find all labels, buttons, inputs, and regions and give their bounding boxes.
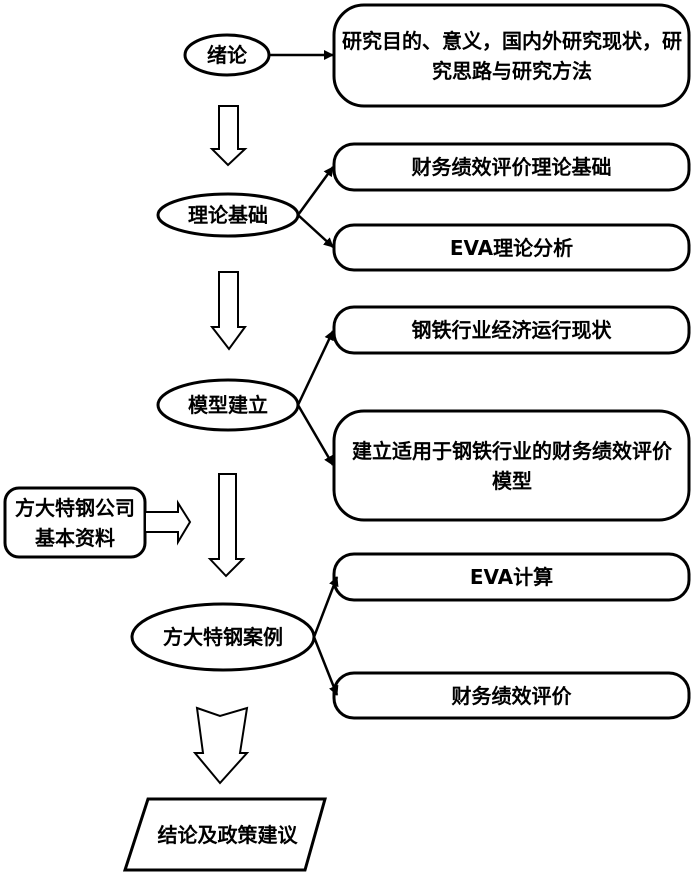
intro-label: 绪论 <box>207 43 247 67</box>
theory-label: 理论基础 <box>188 203 268 227</box>
theory-detail-label-2: EVA理论分析 <box>449 235 574 260</box>
model-label: 模型建立 <box>188 393 268 417</box>
model-detail-label-2: 建立适用于钢铁行业的财务绩效评价模型 <box>352 438 672 493</box>
connector-arrow <box>296 330 335 406</box>
case-detail-label-2: 财务绩效评价 <box>451 683 572 708</box>
theory-detail-label-1: 财务绩效评价理论基础 <box>411 155 612 179</box>
connector-arrow <box>297 214 334 248</box>
conclusion-label: 结论及政策建议 <box>157 822 298 847</box>
theory-detail-box-1 <box>332 142 691 192</box>
connector-arrow <box>296 404 335 466</box>
right-arrow-icon <box>144 499 192 546</box>
model-detail-box-1 <box>332 305 691 355</box>
down-arrow-icon <box>207 473 246 578</box>
connector-arrow <box>296 166 335 216</box>
case-label: 方大特钢案例 <box>163 625 283 649</box>
connector-arrow <box>312 636 339 696</box>
theory-detail-box-2 <box>332 223 691 272</box>
model-detail-label-1: 钢铁行业经济运行现状 <box>411 318 612 342</box>
down-arrow-icon <box>209 271 247 351</box>
case-detail-label-1: EVA计算 <box>469 565 554 589</box>
model-detail-box-2 <box>332 409 691 522</box>
down-arrow-icon <box>209 105 248 167</box>
connector-arrow <box>312 576 339 638</box>
intro-detail-label: 研究目的、意义，国内外研究现状，研究思路与研究方法 <box>342 28 682 83</box>
company-data-label: 方大特钢公司基本资料 <box>15 495 135 550</box>
big-down-arrow-icon <box>192 706 250 785</box>
intro-detail-box <box>332 3 691 108</box>
conclusion-parallelogram <box>122 797 327 872</box>
